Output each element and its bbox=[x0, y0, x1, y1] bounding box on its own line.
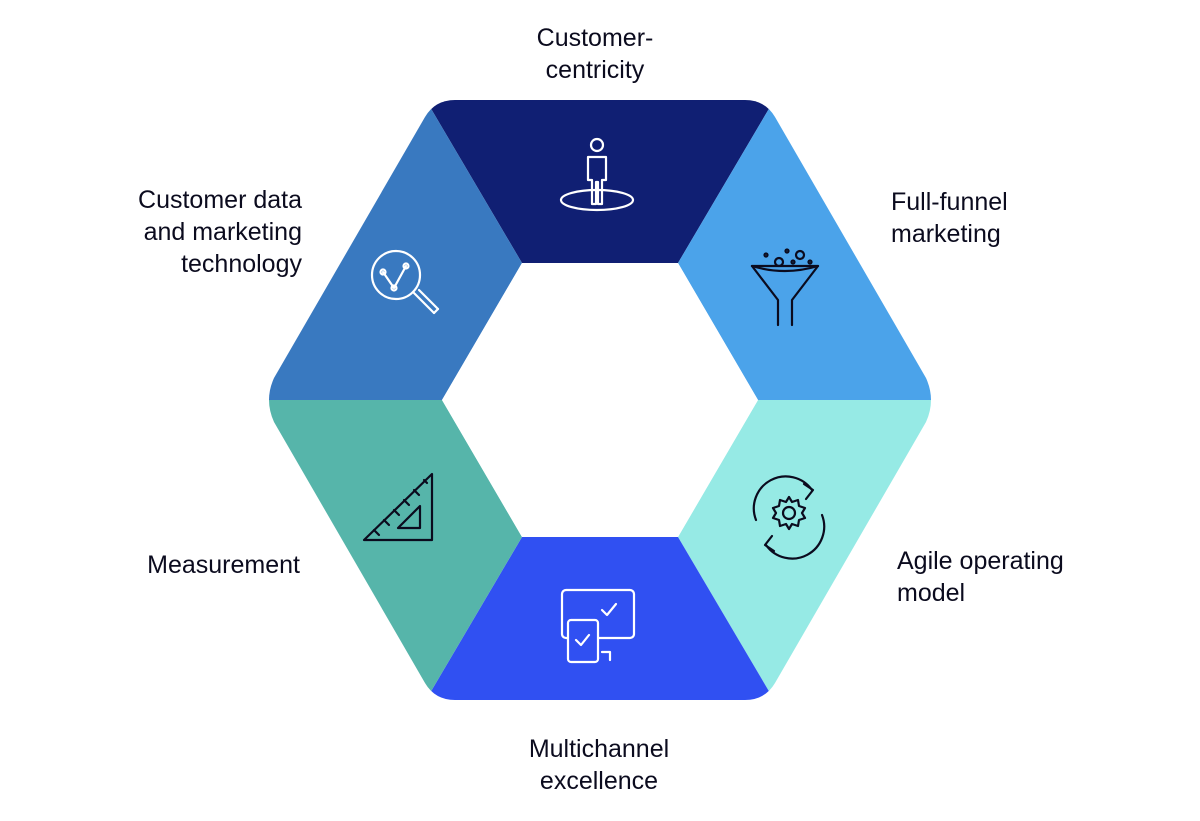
segment-agile bbox=[678, 400, 931, 700]
segment-customer-data bbox=[269, 100, 522, 400]
label-customer-centricity: Customer- centricity bbox=[536, 24, 654, 84]
inner-hexagon bbox=[442, 263, 758, 537]
segment-measurement bbox=[269, 400, 522, 700]
label-full-funnel: Full-funnel marketing bbox=[891, 188, 1008, 248]
devices-check-icon bbox=[560, 588, 636, 664]
label-multichannel: Multichannel excellence bbox=[528, 735, 670, 795]
segment-multichannel bbox=[420, 537, 780, 700]
person-on-platform-icon bbox=[559, 137, 635, 212]
segment-customer-centricity bbox=[420, 100, 780, 263]
set-square-ruler-icon bbox=[362, 472, 434, 542]
label-measurement: Measurement bbox=[147, 551, 300, 579]
gear-cycle-icon bbox=[752, 475, 826, 560]
label-customer-data: Customer data and marketing technology bbox=[138, 186, 302, 278]
segment-full-funnel bbox=[678, 100, 931, 400]
magnifier-chart-icon bbox=[370, 249, 440, 315]
label-agile: Agile operating model bbox=[897, 547, 1064, 607]
funnel-icon bbox=[750, 248, 820, 327]
hexagon-segments bbox=[269, 100, 931, 700]
